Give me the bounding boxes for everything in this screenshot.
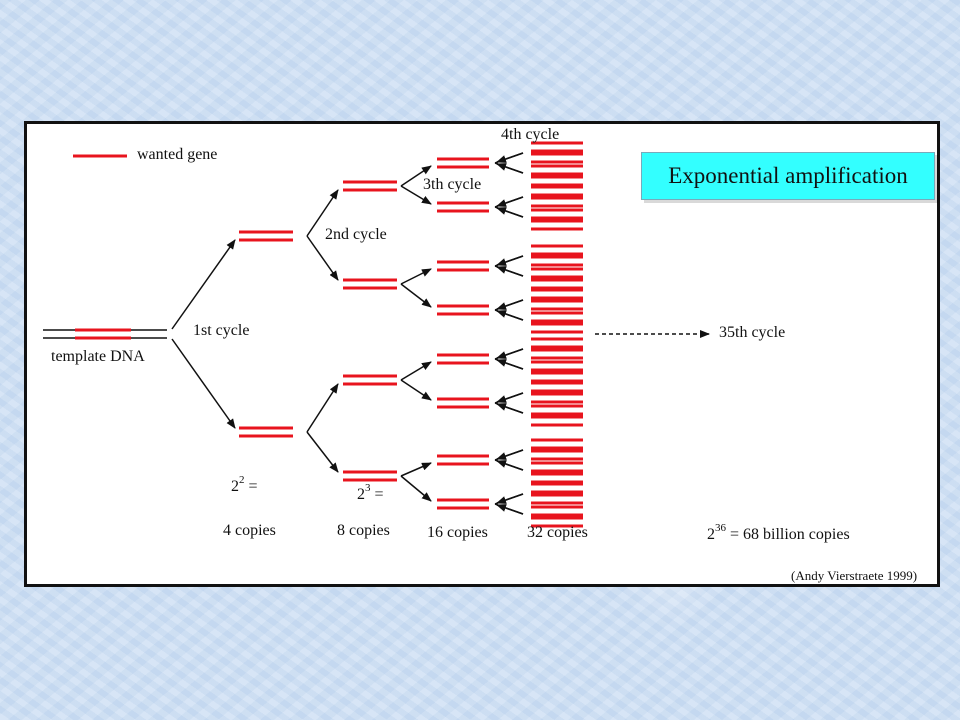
count-text-final: = 68 billion copies — [726, 526, 850, 543]
gene-copy-gen3 — [437, 157, 489, 169]
branch-arrow — [496, 449, 524, 460]
gene-copy-gen2 — [343, 374, 397, 386]
branch-arrow — [496, 207, 524, 218]
gene-copy-gen2 — [343, 278, 397, 290]
gene-copy-gen4 — [531, 208, 583, 231]
count-exp-final: 36 — [715, 522, 726, 534]
branch-arrow — [496, 163, 524, 174]
branch-arrow — [496, 504, 524, 515]
branch-arrow — [171, 239, 236, 330]
branch-arrow — [496, 196, 524, 207]
branch-arrow — [496, 460, 524, 471]
gene-copy-gen3 — [437, 201, 489, 213]
count-eq-4: = — [244, 478, 258, 495]
gene-copy-gen3 — [437, 397, 489, 409]
branch-arrow — [496, 310, 524, 321]
branch-arrow — [306, 235, 339, 281]
branch-arrow — [496, 403, 524, 414]
gene-copy-gen1 — [239, 230, 293, 242]
count-base-8: 2 — [357, 486, 365, 503]
branch-arrow — [400, 379, 432, 401]
gene-copy-gen1 — [239, 426, 293, 438]
branch-arrow — [496, 392, 524, 403]
branch-arrow — [496, 493, 524, 504]
branch-arrow — [496, 266, 524, 277]
diagram-panel: Exponential amplification wanted gene te… — [24, 121, 940, 587]
cycle-label-1st: 1st cycle — [193, 322, 250, 339]
branch-arrow — [400, 185, 432, 205]
gene-copy-gen3 — [437, 454, 489, 466]
branch-arrow — [496, 299, 524, 310]
gene-copies — [239, 141, 583, 528]
gene-copy-gen2 — [343, 180, 397, 192]
title-text: Exponential amplification — [668, 163, 908, 188]
branch-arrow — [496, 255, 524, 266]
count-power-final: 236 = 68 billion copies — [707, 522, 850, 544]
gene-copy-gen4 — [531, 360, 583, 383]
gene-copy-gen2 — [343, 470, 397, 482]
branch-arrow — [400, 462, 432, 477]
cycle-label-4th: 4th cycle — [501, 126, 560, 143]
branch-arrow — [400, 475, 432, 502]
count-base-4: 2 — [231, 478, 239, 495]
branch-arrow — [400, 283, 432, 308]
cycle-label-2nd: 2nd cycle — [325, 226, 387, 243]
cycle-label-35th: 35th cycle — [719, 324, 786, 341]
gene-copy-gen3 — [437, 498, 489, 510]
gene-copy-gen4 — [531, 244, 583, 267]
count-exp-8: 3 — [365, 482, 371, 494]
branch-arrow — [496, 359, 524, 370]
gene-copy-gen3 — [437, 353, 489, 365]
template-dna-icon — [43, 328, 167, 340]
branch-arrow — [306, 431, 339, 473]
gene-copy-gen3 — [437, 260, 489, 272]
gene-copy-gen4 — [531, 267, 583, 290]
gene-copy-gen4 — [531, 438, 583, 461]
count-label-32: 32 copies — [527, 524, 588, 541]
branch-arrow — [306, 189, 339, 237]
count-eq-8: = — [370, 486, 384, 503]
branch-arrow — [400, 165, 432, 187]
branch-arrow — [400, 268, 432, 285]
gene-copy-gen3 — [437, 304, 489, 316]
gene-copy-gen4 — [531, 337, 583, 360]
branch-arrows — [171, 152, 524, 515]
count-label-8: 8 copies — [337, 522, 390, 539]
gene-copy-gen4 — [531, 404, 583, 427]
gene-copy-gen4 — [531, 185, 583, 208]
gene-copy-gen4 — [531, 164, 583, 187]
gene-copy-gen4 — [531, 461, 583, 484]
count-power-4: 22 = — [231, 474, 258, 496]
pcr-amplification-diagram — [43, 141, 710, 528]
gene-copy-gen4 — [531, 381, 583, 404]
gene-copy-gen4 — [531, 141, 583, 164]
count-label-4: 4 copies — [223, 522, 276, 539]
gene-copy-gen4 — [531, 505, 583, 528]
template-label: template DNA — [51, 348, 145, 365]
branch-arrow — [171, 338, 236, 429]
cycle-label-3rd: 3th cycle — [423, 176, 482, 193]
branch-arrow — [400, 361, 432, 381]
count-base-final: 2 — [707, 526, 715, 543]
title-box: Exponential amplification — [641, 152, 935, 200]
credit: (Andy Vierstraete 1999) — [791, 568, 918, 583]
count-label-16: 16 copies — [427, 524, 488, 541]
gene-copy-gen4 — [531, 288, 583, 311]
legend-label: wanted gene — [137, 146, 218, 163]
count-exp-4: 2 — [239, 474, 245, 486]
branch-arrow — [306, 383, 339, 433]
gene-copy-gen4 — [531, 482, 583, 505]
branch-arrow — [496, 152, 524, 163]
count-power-8: 23 = — [357, 482, 384, 504]
gene-copy-gen4 — [531, 311, 583, 334]
branch-arrow — [496, 348, 524, 359]
